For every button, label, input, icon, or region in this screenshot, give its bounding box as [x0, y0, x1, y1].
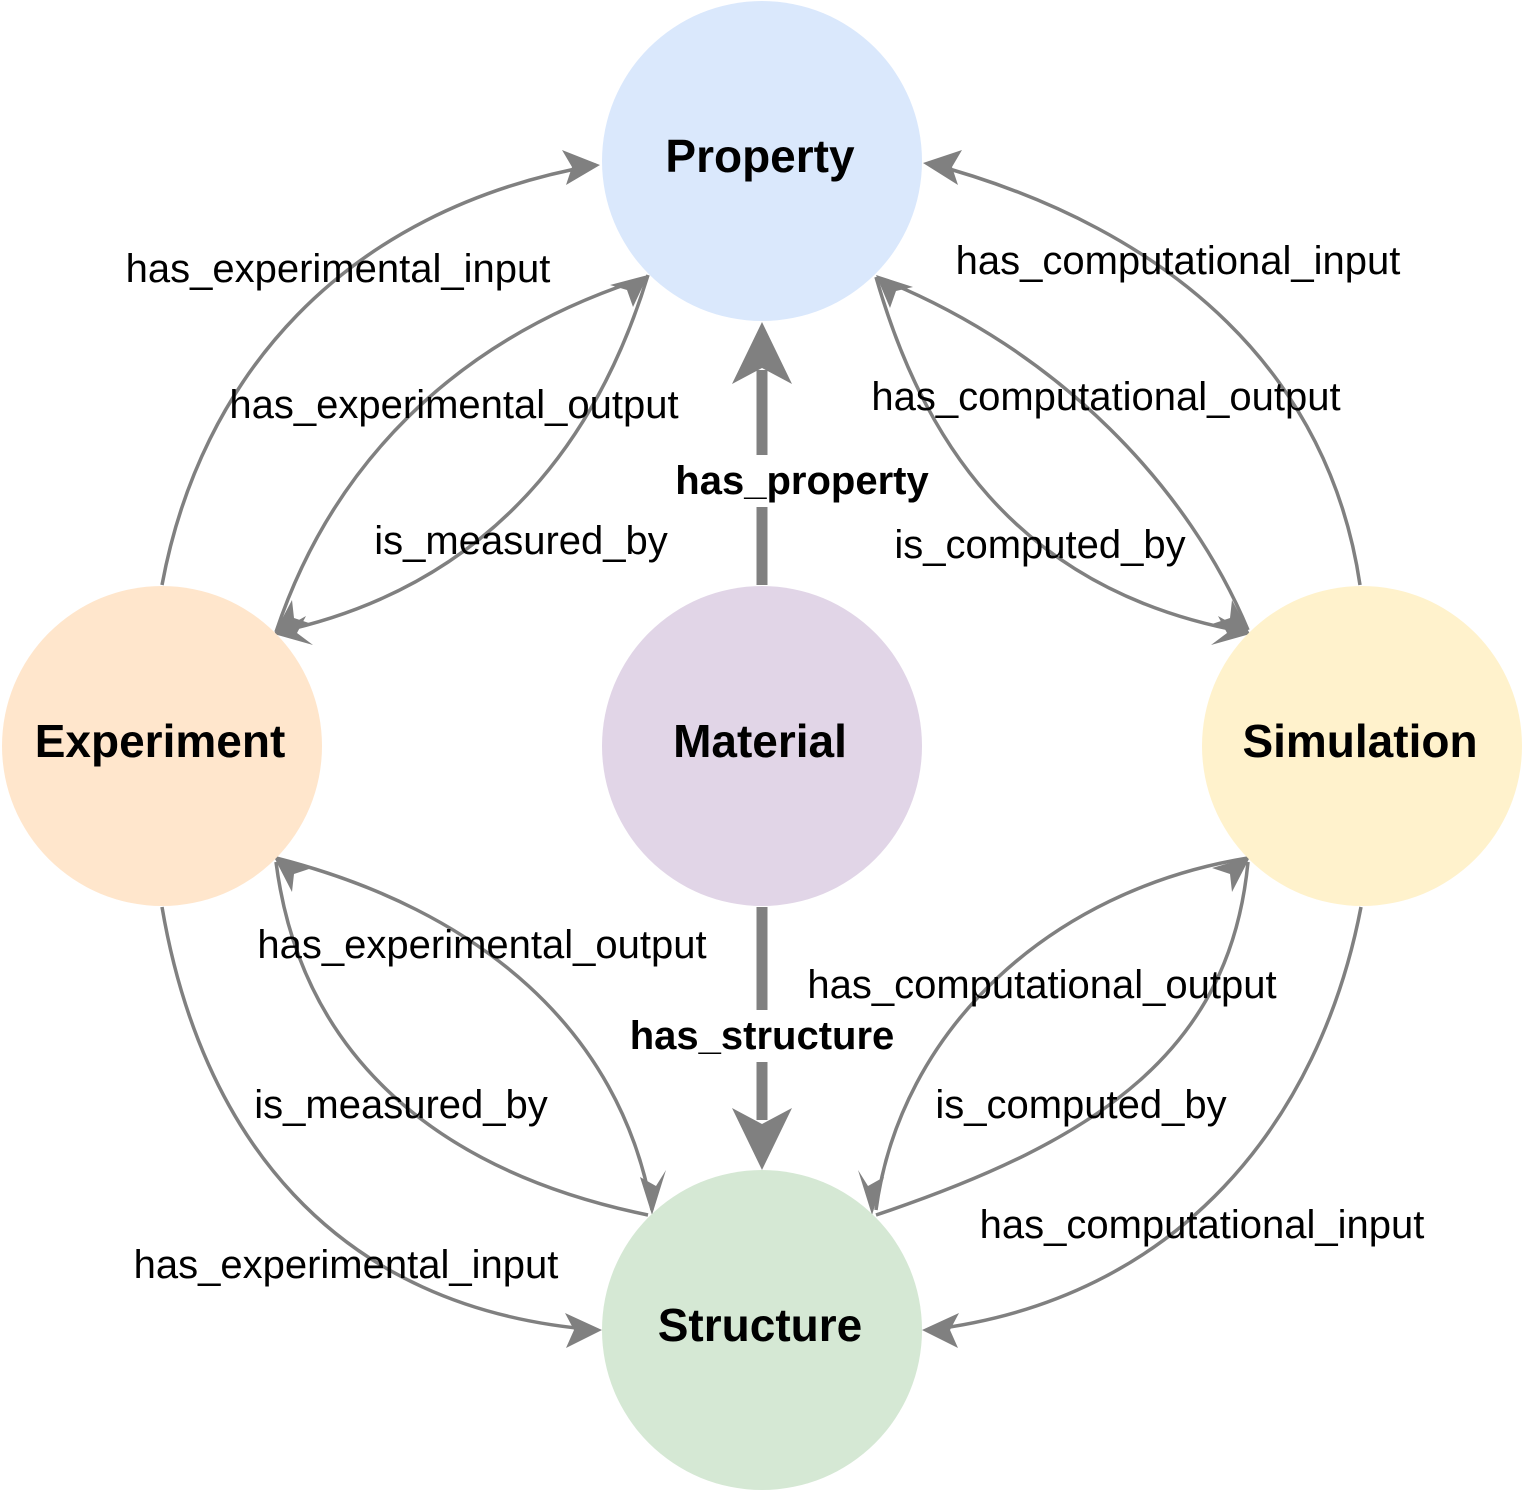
arrowhead-exp-prop-measured: [274, 616, 313, 645]
label-sim-struct-input: has_computational_input: [980, 1203, 1425, 1247]
label-exp-prop-measured: is_measured_by: [374, 519, 668, 563]
label-sim-struct-output: has_computational_output: [807, 963, 1276, 1007]
node-property[interactable]: [602, 1, 922, 321]
arrowhead-exp-struct-output: [640, 1170, 666, 1215]
node-experiment[interactable]: [2, 586, 322, 906]
edge-exp-struct-output: [275, 856, 654, 1211]
arrowhead-exp-prop-output-bottom: [274, 600, 312, 634]
node-label-property: Property: [665, 130, 855, 182]
edge-exp-prop-output: [274, 276, 646, 633]
arrowhead-sim-prop-output-bottom: [1212, 600, 1250, 634]
label-exp-struct-output: has_experimental_output: [257, 923, 706, 967]
edge-exp-prop-measured: [277, 274, 650, 634]
edge-sim-struct-output: [874, 856, 1249, 1211]
node-structure[interactable]: [602, 1170, 922, 1490]
label-exp-struct-measured: is_measured_by: [254, 1083, 548, 1127]
edge-labels: has_property has_structure has_experimen…: [126, 239, 1425, 1287]
arrowhead-exp-struct-output-top: [274, 857, 312, 892]
node-label-material: Material: [673, 715, 847, 767]
node-simulation[interactable]: [1202, 586, 1522, 906]
arrowhead-sim-struct-output-top: [1212, 857, 1250, 892]
label-bg-has-property: [660, 455, 945, 507]
arrowhead-exp-struct-input: [565, 1313, 602, 1348]
label-exp-prop-input: has_experimental_input: [126, 247, 551, 291]
edge-exp-struct-input: [160, 906, 599, 1332]
node-label-experiment: Experiment: [35, 715, 286, 767]
label-sim-prop-output: has_computational_output: [871, 375, 1340, 419]
label-has-structure: has_structure: [630, 1014, 895, 1058]
arrowhead-has-property: [732, 322, 792, 384]
arrowhead-sim-prop-computed: [1211, 616, 1250, 645]
label-sim-prop-computed: is_computed_by: [894, 523, 1185, 567]
node-material[interactable]: [602, 586, 922, 906]
node-label-structure: Structure: [658, 1299, 862, 1351]
arrowhead-exp-prop-input: [562, 150, 600, 185]
label-has-property: has_property: [675, 459, 929, 503]
arrowheads: [274, 150, 1250, 1348]
arrowhead-has-structure: [732, 1108, 792, 1170]
label-bg-has-structure: [614, 1010, 910, 1062]
edge-sim-prop-computed: [874, 276, 1246, 634]
edge-exp-prop-input: [160, 163, 597, 586]
arrowhead-sim-prop-output: [876, 275, 913, 308]
arrowhead-sim-struct-output: [858, 1170, 884, 1215]
label-exp-struct-input: has_experimental_input: [134, 1243, 559, 1287]
edge-sim-struct-computed: [875, 861, 1250, 1217]
edges: [160, 161, 1363, 1332]
edge-exp-struct-measured: [274, 861, 649, 1217]
arrowhead-exp-prop-output-top: [610, 275, 648, 307]
edge-sim-struct-input: [927, 906, 1363, 1332]
arrowhead-sim-struct-input: [922, 1313, 959, 1348]
label-sim-prop-input: has_computational_input: [956, 239, 1401, 283]
label-exp-prop-output: has_experimental_output: [229, 383, 678, 427]
node-label-simulation: Simulation: [1242, 715, 1477, 767]
edge-label-backgrounds: [614, 455, 945, 1062]
edge-sim-prop-input: [927, 161, 1362, 586]
edge-sim-prop-output: [877, 276, 1250, 631]
arrowhead-sim-prop-input: [923, 150, 962, 185]
label-sim-struct-computed: is_computed_by: [935, 1083, 1226, 1127]
